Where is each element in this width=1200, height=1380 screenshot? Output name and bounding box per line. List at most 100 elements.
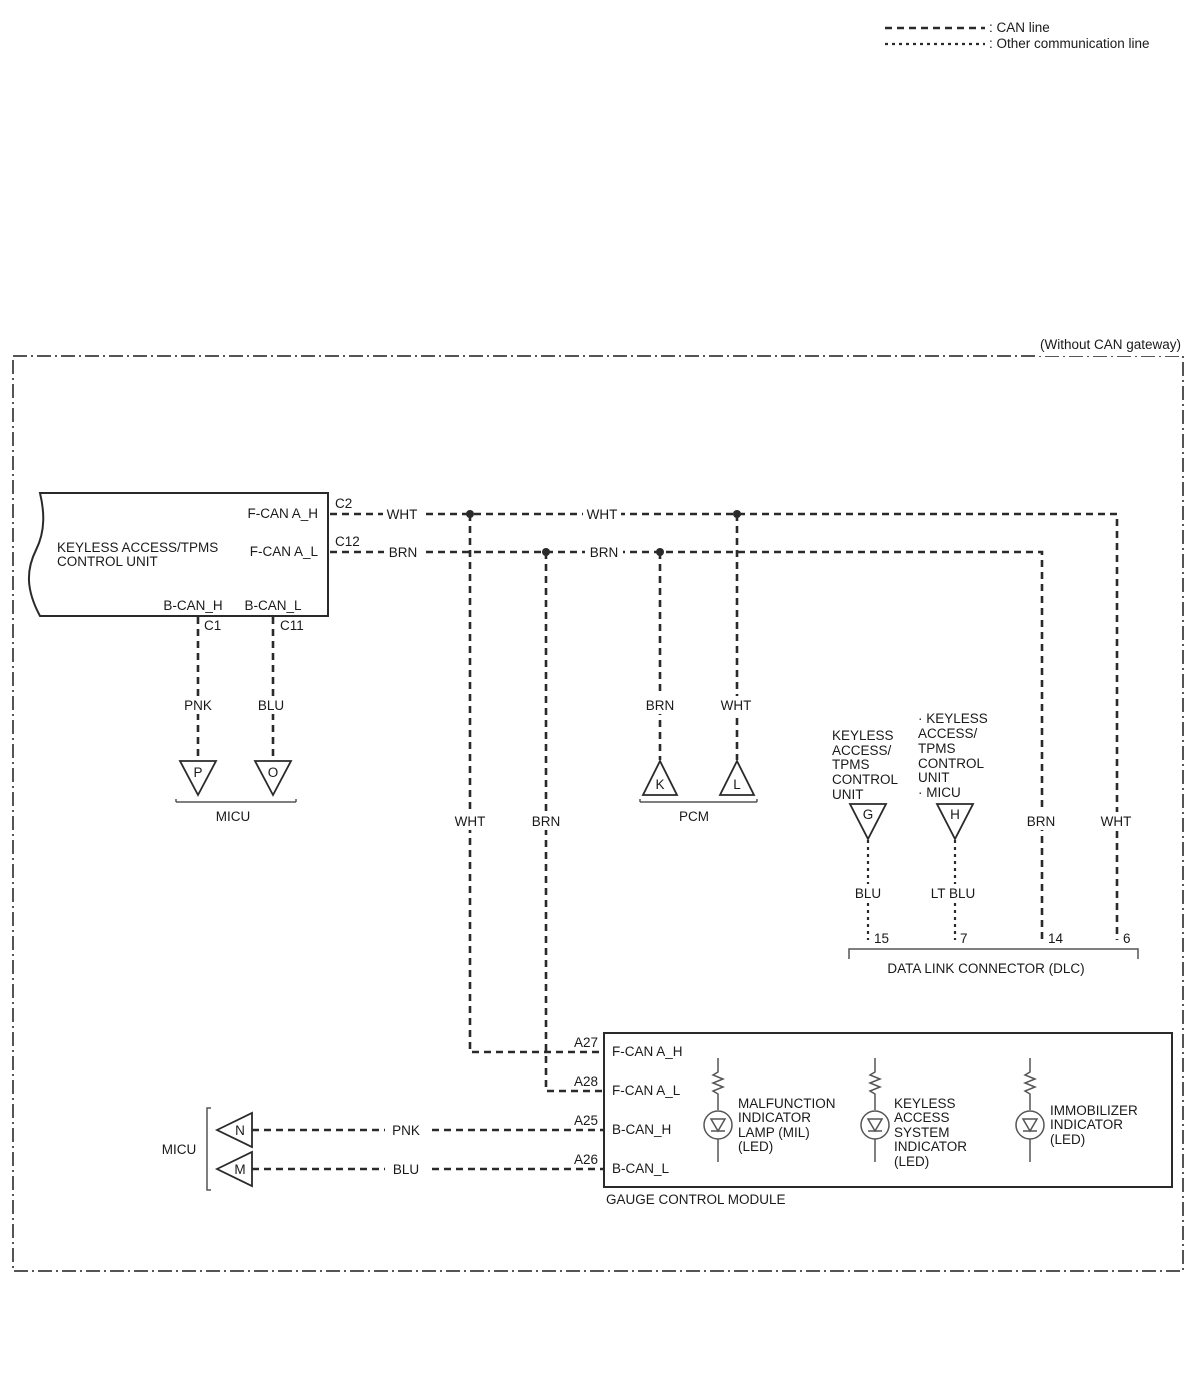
wire-label-wht: WHT — [455, 814, 486, 829]
gauge-control-module: A27 A28 A25 A26 F-CAN A_H F-CAN A_L B-CA… — [574, 1032, 1173, 1207]
keyless-ind-label-5: (LED) — [894, 1154, 929, 1169]
dlc-pin-7: 7 — [960, 931, 968, 946]
micu-left-bracket — [206, 1107, 211, 1191]
h-connector-group: · KEYLESS ACCESS/ TPMS CONTROL UNIT · MI… — [918, 711, 988, 841]
connector-p-label: P — [193, 765, 202, 780]
wire-label-brn: BRN — [389, 545, 418, 560]
dlc-label: DATA LINK CONNECTOR (DLC) — [887, 961, 1084, 976]
diode-icon — [866, 1118, 884, 1133]
wire-label-pnk: PNK — [184, 698, 212, 713]
gauge-bcan-h-label: B-CAN_H — [612, 1122, 671, 1137]
h-label-4: CONTROL — [918, 756, 984, 771]
wire-label-lt-blu: LT BLU — [931, 886, 976, 901]
gauge-fcan-l-label: F-CAN A_L — [612, 1083, 681, 1098]
junction-dot — [656, 548, 664, 556]
micu-top-label: MICU — [216, 809, 251, 824]
wht-to-gauge-wire — [468, 514, 604, 1054]
wire-label-wht: WHT — [387, 507, 418, 522]
wire-color-labels: WHT WHT BRN BRN PNK BLU WHT BRN BRN WHT … — [178, 505, 1137, 1178]
connector-n-label: N — [235, 1123, 245, 1138]
keyless-bcan-l-label: B-CAN_L — [244, 598, 302, 613]
wire-label-wht: WHT — [721, 698, 752, 713]
g-label-5: UNIT — [832, 787, 864, 802]
keyless-ind-label-4: INDICATOR — [894, 1139, 967, 1154]
wire-label-brn: BRN — [590, 545, 619, 560]
h-label-1: · KEYLESS — [918, 711, 988, 726]
h-label-6: · MICU — [918, 785, 961, 800]
connector-o — [253, 760, 293, 797]
keyless-ind-label-1: KEYLESS — [894, 1096, 956, 1111]
connector-l — [718, 758, 756, 796]
connector-k-label: K — [655, 777, 664, 792]
connector-p — [178, 760, 218, 797]
micu-top-bracket — [175, 799, 297, 803]
keyless-control-unit: KEYLESS ACCESS/TPMS CONTROL UNIT F-CAN A… — [27, 492, 360, 633]
pcm-group: K L PCM — [639, 758, 758, 824]
dlc-group: 15 7 14 6 DATA LINK CONNECTOR (DLC) — [848, 931, 1139, 976]
gauge-pin-a25: A25 — [574, 1113, 598, 1128]
diode-icon — [709, 1118, 727, 1133]
junction-dot — [733, 510, 741, 518]
gauge-pin-a26: A26 — [574, 1152, 598, 1167]
connector-g-label: G — [863, 807, 874, 822]
h-label-5: UNIT — [918, 770, 950, 785]
connector-h — [935, 803, 975, 841]
wire-label-blu: BLU — [393, 1162, 419, 1177]
wire-label-wht: WHT — [587, 507, 618, 522]
connector-m-label: M — [234, 1162, 245, 1177]
pcm-bracket — [639, 799, 758, 803]
wire-label-pnk: PNK — [392, 1123, 420, 1138]
dlc-bracket — [848, 948, 1139, 959]
wire-label-brn: BRN — [532, 814, 561, 829]
h-label-3: TPMS — [918, 741, 956, 756]
gauge-fcan-h-label: F-CAN A_H — [612, 1044, 683, 1059]
g-label-3: TPMS — [832, 757, 870, 772]
legend-can-label: : CAN line — [989, 20, 1050, 35]
wire-label-brn: BRN — [1027, 814, 1056, 829]
gauge-pin-a28: A28 — [574, 1074, 598, 1089]
gauge-box — [603, 1032, 1173, 1188]
legend-other-label: : Other communication line — [989, 36, 1150, 51]
g-label-4: CONTROL — [832, 772, 898, 787]
micu-top-group: P O MICU — [175, 760, 297, 824]
brn-to-gauge-wire — [544, 552, 604, 1093]
fcan-h-wire — [330, 512, 1119, 940]
led-lamp-icon — [860, 1110, 890, 1140]
pcm-label: PCM — [679, 809, 709, 824]
mil-label-1: MALFUNCTION — [738, 1096, 836, 1111]
g-label-1: KEYLESS — [832, 728, 894, 743]
wire-label-blu: BLU — [258, 698, 284, 713]
legend: : CAN line : Other communication line — [885, 20, 1150, 51]
pin-c2: C2 — [335, 496, 352, 511]
keyless-ind-label-3: SYSTEM — [894, 1125, 950, 1140]
connector-m — [214, 1150, 253, 1188]
gauge-pin-a27: A27 — [574, 1035, 598, 1050]
wire-label-brn: BRN — [646, 698, 675, 713]
junction-dot — [466, 510, 474, 518]
keyless-fcan-h-label: F-CAN A_H — [247, 506, 318, 521]
resistor-icon — [710, 1058, 726, 1110]
led-lamp-icon — [703, 1110, 733, 1140]
keyless-bcan-h-label: B-CAN_H — [163, 598, 222, 613]
immobilizer-label-1: IMMOBILIZER — [1050, 1103, 1138, 1118]
led-lamp-icon — [1015, 1110, 1045, 1140]
frame-label: (Without CAN gateway) — [1040, 337, 1181, 352]
resistor-icon — [867, 1058, 883, 1110]
connector-l-label: L — [733, 777, 741, 792]
h-label-2: ACCESS/ — [918, 726, 978, 741]
connector-g — [848, 803, 888, 841]
outer-frame — [12, 355, 1184, 1272]
keyless-ind-label-2: ACCESS — [894, 1110, 950, 1125]
dlc-pin-14: 14 — [1048, 931, 1064, 946]
g-label-2: ACCESS/ — [832, 743, 892, 758]
mil-label-3: LAMP (MIL) — [738, 1125, 810, 1140]
junction-dot — [542, 548, 550, 556]
keyless-unit-name-2: CONTROL UNIT — [57, 554, 158, 569]
dlc-pin-15: 15 — [874, 931, 889, 946]
g-connector-group: KEYLESS ACCESS/ TPMS CONTROL UNIT G — [832, 728, 898, 841]
gauge-module-label: GAUGE CONTROL MODULE — [606, 1192, 786, 1207]
pin-c12: C12 — [335, 534, 360, 549]
mil-led: MALFUNCTION INDICATOR LAMP (MIL) (LED) — [703, 1058, 836, 1162]
pin-c1: C1 — [204, 618, 221, 633]
